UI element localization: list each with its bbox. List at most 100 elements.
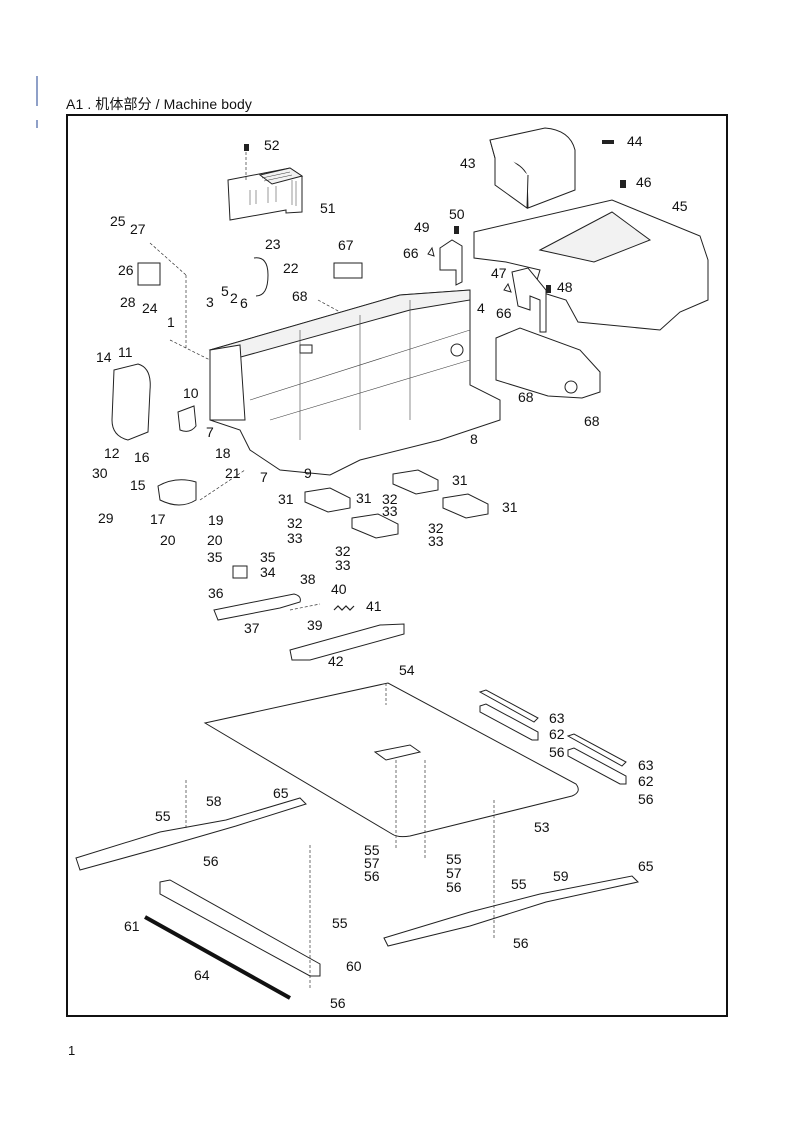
callout-43: 43: [460, 155, 476, 171]
callout-35: 35: [207, 549, 223, 565]
callout-32: 32: [335, 543, 351, 559]
part-bracket-49: [427, 226, 463, 286]
callout-49: 49: [414, 219, 430, 235]
callout-59: 59: [553, 868, 569, 884]
callout-17: 17: [150, 511, 166, 527]
callout-55: 55: [511, 876, 527, 892]
callout-64: 64: [194, 967, 210, 983]
callout-63: 63: [549, 710, 565, 726]
callout-8: 8: [470, 431, 478, 447]
callout-39: 39: [307, 617, 323, 633]
part-spring-40: [333, 605, 355, 611]
callout-38: 38: [300, 571, 316, 587]
callout-57: 57: [364, 855, 380, 871]
callout-20: 20: [207, 532, 223, 548]
callout-63: 63: [638, 757, 654, 773]
callout-56: 56: [549, 744, 565, 760]
part-strip-64: [144, 915, 291, 1000]
callout-7: 7: [260, 469, 268, 485]
callout-62: 62: [638, 773, 654, 789]
callout-32: 32: [382, 491, 398, 507]
callout-51: 51: [320, 200, 336, 216]
callout-25: 25: [110, 213, 126, 229]
part-arm-cover-45: [473, 180, 709, 331]
callout-66: 66: [496, 305, 512, 321]
callout-9: 9: [304, 465, 312, 481]
callout-34: 34: [260, 564, 276, 580]
callout-30: 30: [92, 465, 108, 481]
margin-mark: [36, 76, 38, 106]
callout-60: 60: [346, 958, 362, 974]
part-handle-22: [253, 257, 269, 297]
part-frame-59: [383, 875, 640, 947]
callout-27: 27: [130, 221, 146, 237]
callout-29: 29: [98, 510, 114, 526]
callout-52: 52: [264, 137, 280, 153]
callout-28: 28: [120, 294, 136, 310]
callout-31: 31: [452, 472, 468, 488]
callout-56: 56: [513, 935, 529, 951]
part-base-plate-53: [203, 682, 579, 838]
callout-36: 36: [208, 585, 224, 601]
callout-5: 5: [221, 283, 229, 299]
callout-10: 10: [183, 385, 199, 401]
callout-23: 23: [265, 236, 281, 252]
callout-31: 31: [502, 499, 518, 515]
callout-41: 41: [366, 598, 382, 614]
callout-20: 20: [160, 532, 176, 548]
callout-58: 58: [206, 793, 222, 809]
callout-33: 33: [287, 530, 303, 546]
callout-26: 26: [118, 262, 134, 278]
callout-14: 14: [96, 349, 112, 365]
callout-67: 67: [338, 237, 354, 253]
callout-54: 54: [399, 662, 415, 678]
part-guard-10: [177, 405, 197, 432]
callout-4: 4: [477, 300, 485, 316]
callout-7: 7: [206, 424, 214, 440]
callout-45: 45: [672, 198, 688, 214]
callout-37: 37: [244, 620, 260, 636]
callout-31: 31: [278, 491, 294, 507]
callout-61: 61: [124, 918, 140, 934]
part-oil-reservoir-15: [157, 479, 197, 506]
callout-33: 33: [335, 557, 351, 573]
callout-33: 33: [382, 503, 398, 519]
part-frame-58: [75, 797, 307, 871]
callout-65: 65: [273, 785, 289, 801]
callout-12: 12: [104, 445, 120, 461]
callout-33: 33: [428, 533, 444, 549]
callout-56: 56: [638, 791, 654, 807]
callout-48: 48: [557, 279, 573, 295]
callout-50: 50: [449, 206, 465, 222]
callout-46: 46: [636, 174, 652, 190]
callout-68: 68: [518, 389, 534, 405]
callout-40: 40: [331, 581, 347, 597]
callout-32: 32: [428, 520, 444, 536]
callout-16: 16: [134, 449, 150, 465]
callout-56: 56: [330, 995, 346, 1011]
callout-57: 57: [446, 865, 462, 881]
page-number: 1: [68, 1043, 76, 1058]
callout-53: 53: [534, 819, 550, 835]
callout-6: 6: [240, 295, 248, 311]
callout-56: 56: [446, 879, 462, 895]
callout-32: 32: [287, 515, 303, 531]
part-plate-41: [289, 623, 405, 661]
callout-21: 21: [225, 465, 241, 481]
callout-18: 18: [215, 445, 231, 461]
callout-35: 35: [260, 549, 276, 565]
part-machine-body: [208, 289, 501, 476]
callout-2: 2: [230, 290, 238, 306]
part-bracket-47: [503, 267, 551, 333]
part-block-34: [232, 565, 248, 579]
part-label-plate-67: [333, 262, 363, 279]
callout-47: 47: [491, 265, 507, 281]
callout-56: 56: [364, 868, 380, 884]
callout-42: 42: [328, 653, 344, 669]
callout-31: 31: [356, 490, 372, 506]
margin-mark: [36, 120, 38, 128]
diagram-frame: [66, 114, 728, 1017]
callout-22: 22: [283, 260, 299, 276]
